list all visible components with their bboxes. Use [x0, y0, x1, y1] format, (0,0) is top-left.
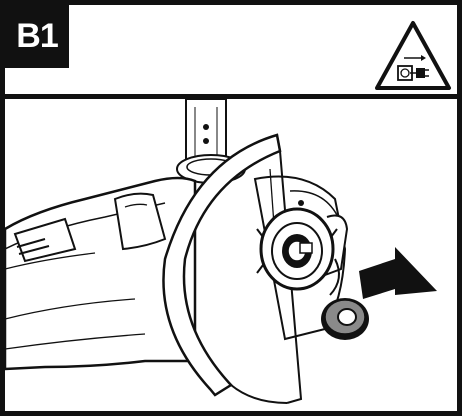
grinder-body	[5, 176, 197, 371]
unplug-warning-icon	[374, 20, 452, 92]
spindle	[256, 207, 338, 291]
step-label: B1	[5, 5, 69, 68]
grinder-illustration	[5, 99, 457, 411]
arrow-icon	[359, 247, 437, 299]
panel-header: B1	[5, 5, 457, 99]
flange-icon	[321, 298, 369, 340]
